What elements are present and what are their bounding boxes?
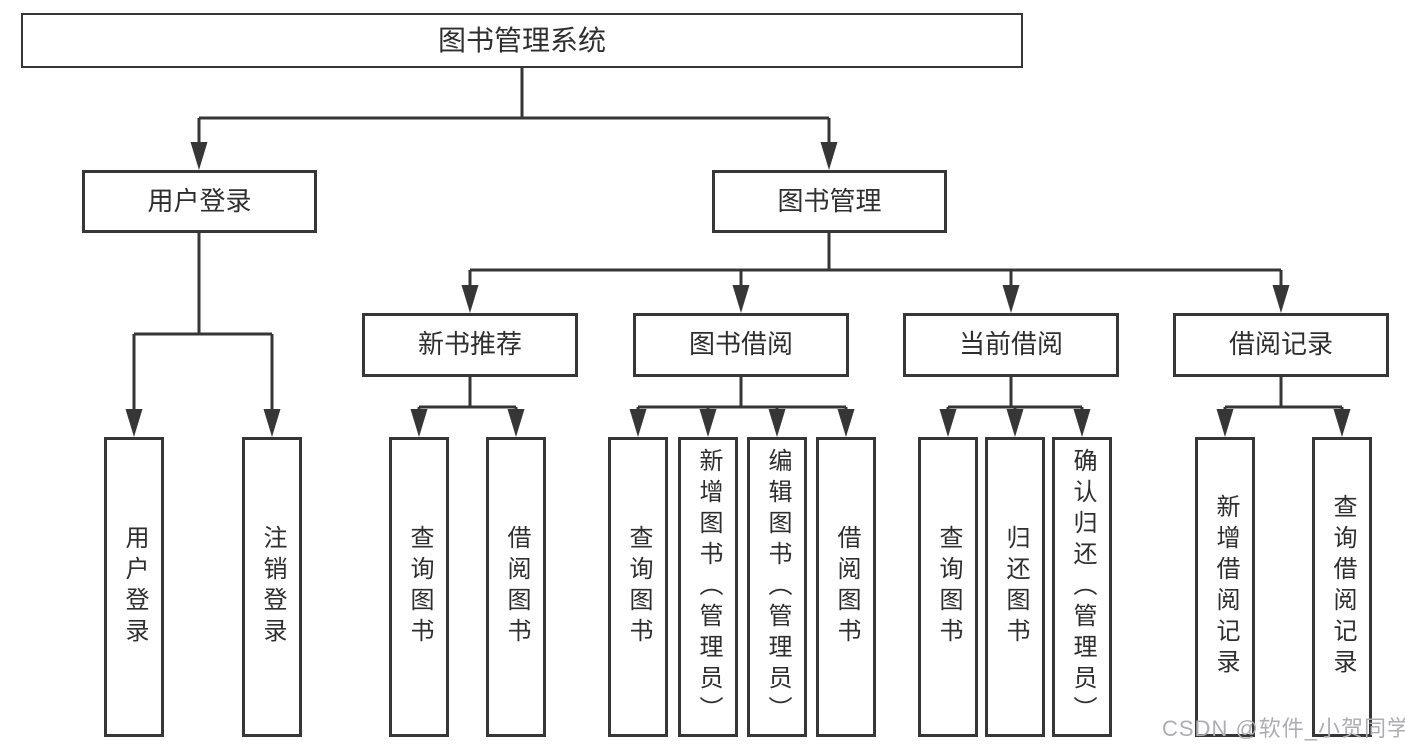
leaf-label: 查询图书 xyxy=(935,525,962,649)
leaf-label: 查询图书 xyxy=(406,525,433,649)
connector-line xyxy=(1225,377,1342,409)
connector-line xyxy=(948,377,1082,409)
leaf-label: 查询图书 xyxy=(625,525,652,649)
node-label: 当前借阅 xyxy=(958,329,1063,360)
leaf-label: 新增图书（管理员） xyxy=(695,447,722,727)
node-label: 图书管理系统 xyxy=(437,24,606,56)
connector-line xyxy=(470,233,1281,272)
arrowhead-icon xyxy=(1006,409,1024,437)
leaf-label: 查询借阅记录 xyxy=(1329,494,1356,680)
node-label: 用户登录 xyxy=(147,185,252,216)
arrowhead-icon xyxy=(699,409,717,437)
node-label: 图书管理 xyxy=(777,185,882,216)
leaf-records-query-borrow-record: 查询借阅记录 xyxy=(1312,437,1372,737)
arrowhead-icon xyxy=(1002,285,1020,313)
leaf-label: 归还图书 xyxy=(1002,525,1029,649)
leaf-recommend-query-books: 查询图书 xyxy=(389,437,449,737)
watermark: CSDN @软件_小贺同学 xyxy=(1162,716,1405,741)
node-label: 图书借阅 xyxy=(688,329,793,360)
node-book-management: 图书管理 xyxy=(712,170,947,233)
arrowhead-icon xyxy=(1272,285,1290,313)
node-book-borrowing: 图书借阅 xyxy=(633,313,849,377)
connector-line xyxy=(419,377,516,409)
leaf-borrowing-query-books: 查询图书 xyxy=(608,437,668,737)
connector-line xyxy=(134,233,272,336)
leaf-logout: 注销登录 xyxy=(242,437,302,737)
arrowhead-icon xyxy=(629,409,647,437)
node-new-book-recommend: 新书推荐 xyxy=(362,313,578,377)
leaf-label: 新增借阅记录 xyxy=(1212,494,1239,680)
arrowhead-icon xyxy=(410,409,428,437)
leaf-current-return-books: 归还图书 xyxy=(985,437,1045,737)
arrowhead-icon xyxy=(1216,409,1234,437)
arrowhead-icon xyxy=(190,142,208,170)
leaf-current-query-books: 查询图书 xyxy=(918,437,978,737)
arrowhead-icon xyxy=(837,409,855,437)
leaf-current-confirm-return-admin: 确认归还（管理员） xyxy=(1052,437,1112,737)
arrowhead-icon xyxy=(1333,409,1351,437)
leaf-label: 编辑图书（管理员） xyxy=(764,447,791,727)
leaf-label: 注销登录 xyxy=(259,525,286,649)
arrowhead-icon xyxy=(820,142,838,170)
arrowhead-icon xyxy=(939,409,957,437)
leaf-records-add-borrow-record: 新增借阅记录 xyxy=(1195,437,1255,737)
node-label: 新书推荐 xyxy=(417,329,522,360)
node-label: 借阅记录 xyxy=(1228,329,1333,360)
leaf-label: 确认归还（管理员） xyxy=(1069,447,1096,727)
leaf-label: 借阅图书 xyxy=(833,525,860,649)
arrowhead-icon xyxy=(1073,409,1091,437)
leaf-recommend-borrow-books: 借阅图书 xyxy=(486,437,546,737)
arrowhead-icon xyxy=(768,409,786,437)
leaf-label: 借阅图书 xyxy=(503,525,530,649)
node-borrowing-records: 借阅记录 xyxy=(1173,313,1389,377)
node-user-login: 用户登录 xyxy=(82,170,317,233)
arrowhead-icon xyxy=(263,409,281,437)
arrowhead-icon xyxy=(461,285,479,313)
arrowhead-icon xyxy=(125,409,143,437)
connector-line xyxy=(199,68,829,120)
leaf-label: 用户登录 xyxy=(121,525,148,649)
leaf-borrowing-add-books-admin: 新增图书（管理员） xyxy=(678,437,738,737)
connector-line xyxy=(638,377,846,409)
arrowhead-icon xyxy=(507,409,525,437)
arrowhead-icon xyxy=(732,285,750,313)
leaf-user-login: 用户登录 xyxy=(104,437,164,737)
leaf-borrowing-borrow-books: 借阅图书 xyxy=(816,437,876,737)
node-library-management-system: 图书管理系统 xyxy=(21,13,1023,68)
node-current-borrowing: 当前借阅 xyxy=(903,313,1119,377)
leaf-borrowing-edit-books-admin: 编辑图书（管理员） xyxy=(747,437,807,737)
